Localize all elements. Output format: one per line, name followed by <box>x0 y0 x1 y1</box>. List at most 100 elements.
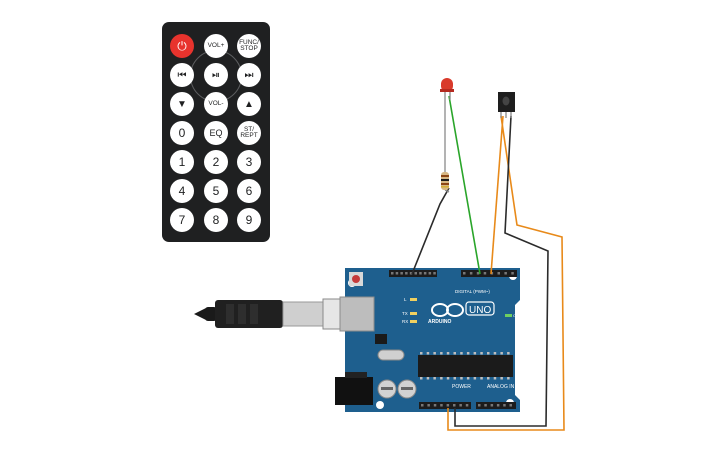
header-pin <box>420 352 423 355</box>
header-pin <box>476 272 480 275</box>
digit-1-button[interactable]: 1 <box>170 150 194 174</box>
header-pin <box>493 377 497 380</box>
led-signal-wire <box>448 95 481 275</box>
header-pin <box>433 272 436 275</box>
digit-0-button[interactable]: 0 <box>170 121 194 145</box>
previous-button[interactable]: ⏮ <box>170 63 194 87</box>
header-pin <box>420 377 423 380</box>
header-pin <box>507 377 510 380</box>
resistor[interactable] <box>441 112 450 193</box>
analog-header-label: ANALOG IN <box>487 384 515 390</box>
mount-hole <box>376 401 384 409</box>
header-pin <box>466 352 470 355</box>
header-pin <box>500 352 503 355</box>
resistor-ground-wire <box>411 187 450 275</box>
ir-remote: ⏻ VOL+ FUNC/ STOP ⏮ ⏯ ⏭ ▼ VOL- ▲ 0 EQ ST… <box>162 22 270 242</box>
header-pin <box>446 377 450 380</box>
digit-3-button[interactable]: 3 <box>237 150 261 174</box>
led-tx-label: TX <box>402 311 408 316</box>
header-pin <box>487 377 490 380</box>
header-pin <box>440 377 443 380</box>
ir-signal-wire <box>490 115 504 275</box>
header-pin <box>409 272 413 275</box>
header-pin <box>421 404 424 407</box>
led-rx-label: RX <box>402 319 408 324</box>
header-pin <box>463 272 466 275</box>
st-rept-button[interactable]: ST/ REPT <box>237 121 261 145</box>
header-pin <box>453 404 456 407</box>
header-pin <box>500 377 503 380</box>
header-pin <box>423 272 427 275</box>
header-pin <box>493 352 497 355</box>
header-pin <box>433 377 436 380</box>
led-tx <box>410 312 417 315</box>
atmega-chip <box>418 355 513 377</box>
header-pin <box>473 377 477 380</box>
model-label: UNO <box>469 305 491 316</box>
ir-ground-wire <box>454 115 549 427</box>
header-pin <box>483 272 487 275</box>
led-l <box>410 298 417 301</box>
header-pin <box>460 377 463 380</box>
digit-5-button[interactable]: 5 <box>204 179 228 203</box>
header-pin <box>414 272 417 275</box>
digit-7-button[interactable]: 7 <box>170 208 194 232</box>
header-pin <box>395 272 399 275</box>
digit-6-button[interactable]: 6 <box>237 179 261 203</box>
header-pin <box>497 272 500 275</box>
header-pin <box>504 272 507 275</box>
eq-button[interactable]: EQ <box>204 121 228 145</box>
power-button[interactable]: ⏻ <box>170 34 194 58</box>
crystal <box>377 349 405 361</box>
header-pin <box>511 272 514 275</box>
header-pin <box>507 352 510 355</box>
header-pin <box>428 272 432 275</box>
down-button[interactable]: ▼ <box>170 92 194 116</box>
header-pin <box>480 352 483 355</box>
header-pin <box>453 352 456 355</box>
power-header-label: POWER <box>452 384 471 390</box>
header-pin <box>469 272 473 275</box>
digit-9-button[interactable]: 9 <box>237 208 261 232</box>
next-button[interactable]: ⏭ <box>237 63 261 87</box>
digit-2-button[interactable]: 2 <box>204 150 228 174</box>
play-pause-button[interactable]: ⏯ <box>204 63 228 87</box>
arduino-uno-board[interactable]: L TX RX ON ARDUINO UNO DIGITAL (PWM~) PO… <box>335 268 520 412</box>
header-pin <box>503 404 506 407</box>
header-pin <box>484 404 487 407</box>
analog-header <box>476 402 516 409</box>
ir-power-wire <box>447 115 565 431</box>
header-pin <box>459 404 462 407</box>
header-pin <box>509 404 512 407</box>
power-jack <box>335 377 373 405</box>
digital-header-label: DIGITAL (PWM~) <box>455 289 490 294</box>
digit-8-button[interactable]: 8 <box>204 208 228 232</box>
header-pin <box>460 352 463 355</box>
up-button[interactable]: ▲ <box>237 92 261 116</box>
header-pin <box>465 404 469 407</box>
header-pin <box>478 404 481 407</box>
ir-receiver[interactable] <box>498 92 515 118</box>
led-on <box>505 314 512 317</box>
header-pin <box>433 404 437 407</box>
func-stop-button[interactable]: FUNC/ STOP <box>237 34 261 58</box>
header-pin <box>453 377 456 380</box>
header-pin <box>426 352 430 355</box>
digital-header-right <box>461 270 517 277</box>
header-pin <box>490 404 494 407</box>
red-led[interactable] <box>440 78 454 112</box>
arduino-logo <box>431 303 464 317</box>
header-pin <box>391 272 394 275</box>
led-rx <box>410 320 417 323</box>
header-pin <box>419 272 422 275</box>
usb-socket <box>339 296 375 332</box>
vol-up-button[interactable]: VOL+ <box>204 34 228 58</box>
header-pin <box>480 377 483 380</box>
digit-4-button[interactable]: 4 <box>170 179 194 203</box>
vol-down-button[interactable]: VOL- <box>204 92 228 116</box>
header-pin <box>487 352 490 355</box>
regulator <box>375 334 387 344</box>
header-pin <box>473 352 477 355</box>
header-pin <box>400 272 403 275</box>
